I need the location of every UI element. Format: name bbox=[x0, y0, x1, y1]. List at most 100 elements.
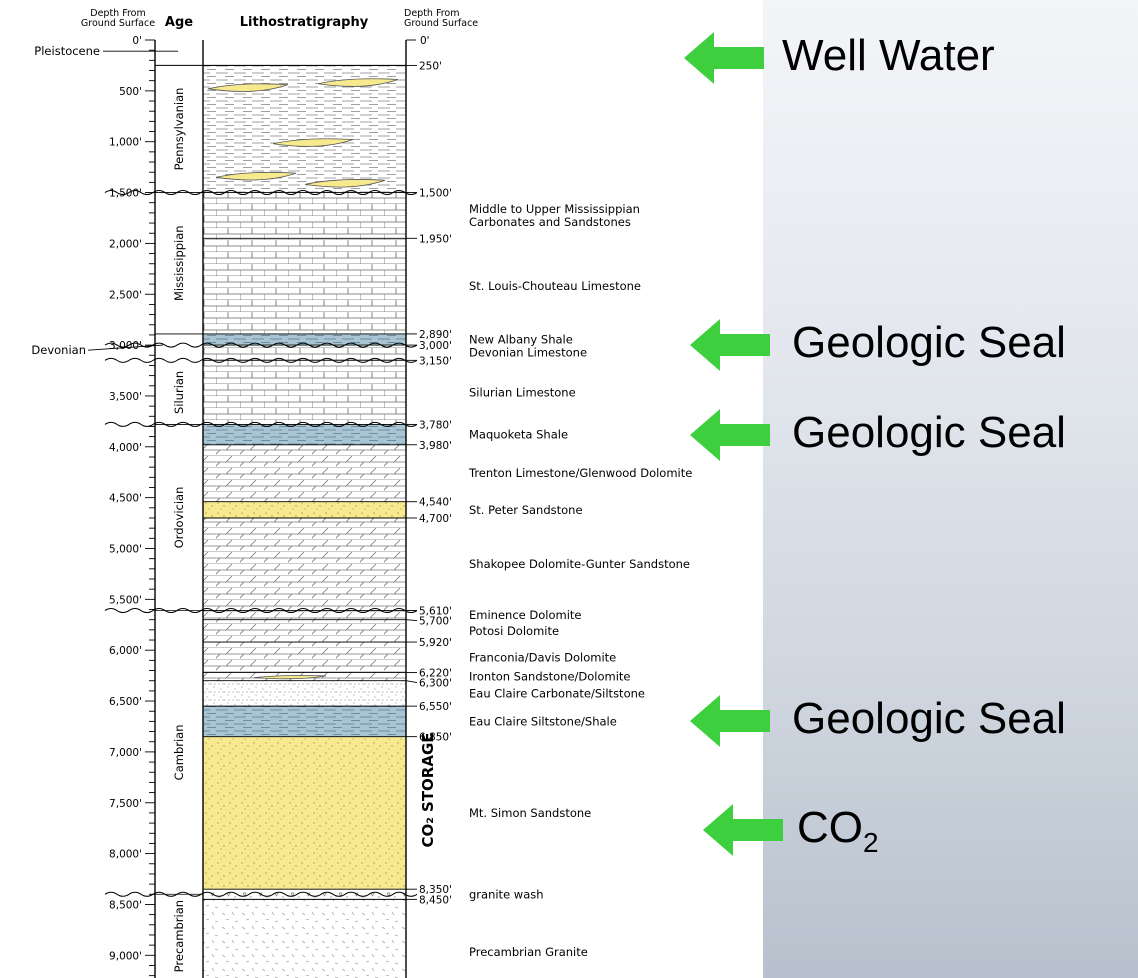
depth-tick-label: 6,500' bbox=[109, 696, 142, 708]
co2-storage-label: CO₂ STORAGE bbox=[419, 732, 437, 847]
boundary-depth-label: 5,610' bbox=[419, 606, 452, 618]
green-arrow-icon bbox=[690, 408, 770, 461]
green-arrow-icon bbox=[690, 695, 770, 748]
boundary-depth-label: 5,700' bbox=[419, 616, 452, 628]
layer-dolomite bbox=[203, 610, 406, 643]
layer-seal bbox=[203, 706, 406, 737]
layer-granite bbox=[203, 899, 406, 978]
callout-label: CO2 bbox=[797, 806, 879, 857]
layer-limestone bbox=[203, 360, 406, 425]
layer-dolomite bbox=[203, 517, 406, 611]
boundary-depth-label: 3,000' bbox=[419, 340, 452, 352]
depth-tick-label: 0' bbox=[132, 35, 142, 47]
boundary-depth-label: 6,850' bbox=[419, 732, 452, 744]
formation-label: Maquoketa Shale bbox=[469, 428, 568, 442]
layer-seal bbox=[203, 424, 406, 445]
depth-tick-label: 2,000' bbox=[109, 238, 142, 250]
callout-text: Well Water bbox=[782, 31, 995, 80]
age-label-precambrian: Precambrian bbox=[172, 900, 186, 972]
callout-label: Geologic Seal bbox=[792, 697, 1066, 741]
depth-tick-label: 8,500' bbox=[109, 899, 142, 911]
layer-sandstone bbox=[203, 501, 406, 518]
layer-dolomite bbox=[203, 444, 406, 502]
boundary-depth-label: 250' bbox=[419, 60, 442, 72]
formation-label: New Albany Shale bbox=[469, 333, 573, 347]
depth-tick-label: 7,000' bbox=[109, 747, 142, 759]
layer-dolomite bbox=[203, 642, 406, 681]
age-label-devonian: Devonian bbox=[31, 343, 86, 357]
layer-siltstone bbox=[203, 680, 406, 707]
depth-tick-label: 6,000' bbox=[109, 645, 142, 657]
sandstone-lens bbox=[215, 171, 297, 181]
formation-label: Precambrian Granite bbox=[469, 945, 588, 959]
boundary-depth-label: 0' bbox=[420, 35, 430, 47]
callout-label: Geologic Seal bbox=[792, 321, 1066, 365]
sandstone-lens bbox=[272, 138, 354, 147]
formation-label: granite wash bbox=[469, 887, 544, 901]
boundary-tick bbox=[405, 680, 418, 684]
callout-text: Geologic Seal bbox=[792, 694, 1066, 744]
boundary-depth-label: 4,540' bbox=[419, 497, 452, 509]
formation-label: Eau Claire Carbonate/Siltstone bbox=[469, 686, 645, 700]
depth-tick-label: 4,000' bbox=[109, 442, 142, 454]
age-label-pleistocene: Pleistocene bbox=[34, 44, 100, 58]
formation-label: St. Peter Sandstone bbox=[469, 503, 583, 517]
boundary-depth-label: 3,780' bbox=[419, 419, 452, 431]
depth-tick-label: 500' bbox=[119, 86, 142, 98]
sandstone-lens bbox=[304, 179, 386, 188]
layer-sandstone bbox=[203, 736, 406, 890]
boundary-depth-label: 1,950' bbox=[419, 233, 452, 245]
callout-text: Geologic Seal bbox=[792, 407, 1066, 457]
header-lithostratigraphy: Lithostratigraphy bbox=[240, 15, 369, 30]
formation-label: Eminence Dolomite bbox=[469, 608, 581, 622]
boundary-depth-label: 8,350' bbox=[419, 884, 452, 896]
green-arrow-icon bbox=[703, 804, 783, 856]
sandstone-lens bbox=[207, 83, 289, 92]
age-label-mississippian: Mississippian bbox=[172, 225, 186, 301]
depth-tick-label: 2,500' bbox=[109, 289, 142, 301]
boundary-depth-label: 1,500' bbox=[419, 188, 452, 200]
depth-tick-label: 3,000' bbox=[109, 340, 142, 352]
green-arrow-icon bbox=[684, 32, 764, 84]
header-age: Age bbox=[165, 15, 193, 30]
callout-label: Geologic Seal bbox=[792, 407, 1066, 457]
depth-tick-label: 5,500' bbox=[109, 594, 142, 606]
boundary-depth-label: 6,300' bbox=[419, 678, 452, 690]
callout-subscript: 2 bbox=[863, 827, 879, 858]
formation-label: Franconia/Davis Dolomite bbox=[469, 650, 616, 664]
depth-tick-label: 5,000' bbox=[109, 544, 142, 556]
age-label-silurian: Silurian bbox=[172, 371, 186, 414]
layer-limestone bbox=[203, 192, 406, 334]
layer-limestone bbox=[203, 345, 406, 361]
layer-wash bbox=[203, 889, 406, 900]
formation-label: Eau Claire Siltstone/Shale bbox=[469, 714, 617, 728]
boundary-depth-label: 6,550' bbox=[419, 701, 452, 713]
boundary-depth-label: 6,220' bbox=[419, 668, 452, 680]
age-leader-line bbox=[87, 344, 164, 351]
boundary-depth-label: 4,700' bbox=[419, 513, 452, 525]
depth-tick-label: 7,500' bbox=[109, 798, 142, 810]
depth-tick-label: 1,500' bbox=[109, 188, 142, 200]
green-arrow-icon bbox=[690, 319, 770, 372]
callout-text: CO bbox=[797, 803, 863, 852]
formation-label: Devonian Limestone bbox=[469, 346, 587, 360]
formation-label: Trenton Limestone/Glenwood Dolomite bbox=[468, 466, 692, 480]
layer-seal bbox=[203, 333, 406, 346]
formation-label: St. Louis-Chouteau Limestone bbox=[469, 279, 641, 293]
boundary-depth-label: 8,450' bbox=[419, 894, 452, 906]
depth-tick-label: 1,000' bbox=[109, 137, 142, 149]
age-label-cambrian: Cambrian bbox=[172, 724, 186, 780]
formation-label: Shakopee Dolomite-Gunter Sandstone bbox=[469, 557, 690, 571]
boundary-depth-label: 2,890' bbox=[419, 329, 452, 341]
depth-tick-label: 8,000' bbox=[109, 849, 142, 861]
formation-label: Ironton Sandstone/Dolomite bbox=[469, 670, 631, 684]
age-label-ordovician: Ordovician bbox=[172, 487, 186, 549]
boundary-depth-label: 5,920' bbox=[419, 637, 452, 649]
boundary-depth-label: 3,150' bbox=[419, 355, 452, 367]
boundary-depth-label: 3,980' bbox=[419, 440, 452, 452]
boundary-tick bbox=[405, 619, 418, 621]
callout-text: Geologic Seal bbox=[792, 318, 1066, 368]
